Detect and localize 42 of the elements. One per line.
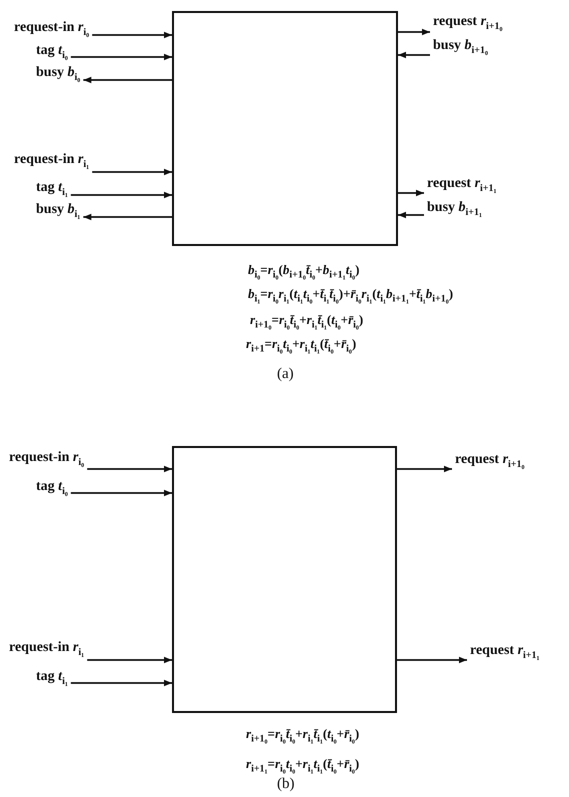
signal-label: request-in r$_{i₁}$ <box>9 640 84 656</box>
arrow <box>70 680 172 686</box>
signal-label: busy b$_{i+1₁}$ <box>427 200 482 216</box>
arrow <box>398 28 430 36</box>
block-box <box>172 11 398 246</box>
signal-label: tag t$_{i₁}$ <box>36 669 68 685</box>
signal-label: busy b$_{i₁}$ <box>36 202 80 218</box>
equation: r$_{i+1₀}$=r$_{i₀}$t̄$_{i₀}$+r$_{i₁}$t̄$_{i₁}$(t$_{i₀}$+r̄$_{i₀}$) <box>250 312 364 328</box>
signal-label: busy b$_{i₀}$ <box>36 65 80 81</box>
block-box <box>172 446 397 713</box>
arrow <box>87 656 172 664</box>
arrow <box>70 490 172 496</box>
equation: b$_{i₀}$=r$_{i₀}$(b$_{i+1₀}$t̄$_{i₀}$+b$_{i+1₁}$t$_{i₀}$) <box>248 262 360 278</box>
equation: r$_{i+1₀}$=r$_{i₀}$t̄$_{i₀}$+r$_{i₁}$t̄$_{i₁}$(t$_{i₀}$+r̄$_{i₀}$) <box>246 726 360 742</box>
arrow <box>92 168 172 176</box>
arrow <box>87 466 172 472</box>
signal-label: request r$_{i+1₀}$ <box>433 14 503 30</box>
signal-label: request r$_{i+1₀}$ <box>455 452 525 468</box>
arrow <box>70 54 172 60</box>
arrow <box>398 190 424 196</box>
arrow <box>92 32 172 38</box>
equation: r$_{i+1₁}$=r$_{i₀}$t$_{i₀}$+r$_{i₁}$t$_{i₁}$(t̄$_{i₀}$+r̄$_{i₀}$) <box>246 756 360 772</box>
arrow <box>83 76 172 84</box>
arrow <box>398 52 430 58</box>
signal-label: tag t$_{i₀}$ <box>36 479 68 495</box>
equation: b$_{i₁}$=r$_{i₀}$r$_{i₁}$(t$_{i₁}$t$_{i₀}$+t̄$_{i₁}$t̄$_{i₀}$)+r̄$_{i₀}$r$_{i₁}$(t$_{i₁}$b$_{i+1₁}$+t̄$_{i₁}$b$_{i+1₀}$) <box>248 286 454 302</box>
signal-label: request r$_{i+1₁}$ <box>470 643 540 659</box>
arrow <box>70 192 172 198</box>
arrow <box>83 214 172 220</box>
signal-label: request-in r$_{i₀}$ <box>14 20 90 36</box>
signal-label: request-in r$_{i₁}$ <box>14 152 90 168</box>
arrow <box>398 212 424 218</box>
signal-label: busy b$_{i+1₀}$ <box>433 38 488 54</box>
panel-caption: (a) <box>277 366 294 382</box>
arrow <box>397 656 467 664</box>
equation: r$_{i+1}$=r$_{i₀}$t$_{i₀}$+r$_{i₁}$t$_{i₁}$(t̄$_{i₀}$+r̄$_{i₀}$) <box>246 336 356 352</box>
signal-label: request r$_{i+1₁}$ <box>427 176 497 192</box>
arrow <box>397 466 452 472</box>
signal-label: tag t$_{i₁}$ <box>36 180 68 196</box>
panel-caption: (b) <box>277 776 294 792</box>
signal-label: tag t$_{i₀}$ <box>36 43 68 59</box>
signal-label: request-in r$_{i₀}$ <box>9 450 84 466</box>
